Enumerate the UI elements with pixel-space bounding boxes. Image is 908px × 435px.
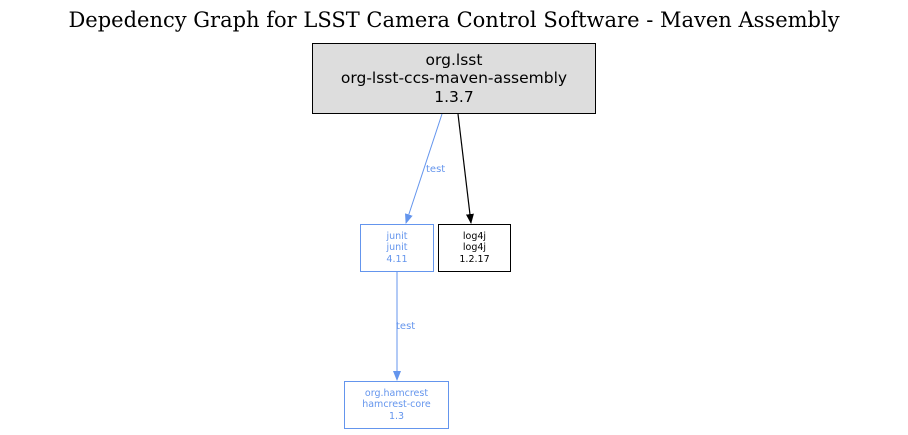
edge-label-junit-hamcrest: test xyxy=(396,321,415,332)
node-artifact: log4j xyxy=(462,242,487,254)
edge-root-to-log4j xyxy=(457,113,474,224)
node-artifact: hamcrest-core xyxy=(362,399,431,411)
edge-label-root-junit: test xyxy=(426,164,445,175)
node-group: org.lsst xyxy=(425,50,483,69)
node-junit: junit junit 4.11 xyxy=(360,224,434,272)
node-version: 1.3 xyxy=(388,410,405,422)
node-group: org.hamcrest xyxy=(364,387,429,399)
node-group: junit xyxy=(386,230,408,242)
graph-title: Depedency Graph for LSST Camera Control … xyxy=(68,8,840,32)
node-artifact: org-lsst-ccs-maven-assembly xyxy=(340,69,568,88)
node-version: 1.3.7 xyxy=(434,87,474,106)
node-log4j: log4j log4j 1.2.17 xyxy=(438,224,511,272)
edge-root-to-junit xyxy=(405,113,443,224)
node-artifact: junit xyxy=(386,242,408,254)
node-hamcrest-core: org.hamcrest hamcrest-core 1.3 xyxy=(344,381,449,429)
node-group: log4j xyxy=(462,230,487,242)
node-version: 4.11 xyxy=(386,253,408,265)
node-org-lsst-ccs-maven-assembly: org.lsst org-lsst-ccs-maven-assembly 1.3… xyxy=(312,43,596,114)
node-version: 1.2.17 xyxy=(459,253,490,265)
